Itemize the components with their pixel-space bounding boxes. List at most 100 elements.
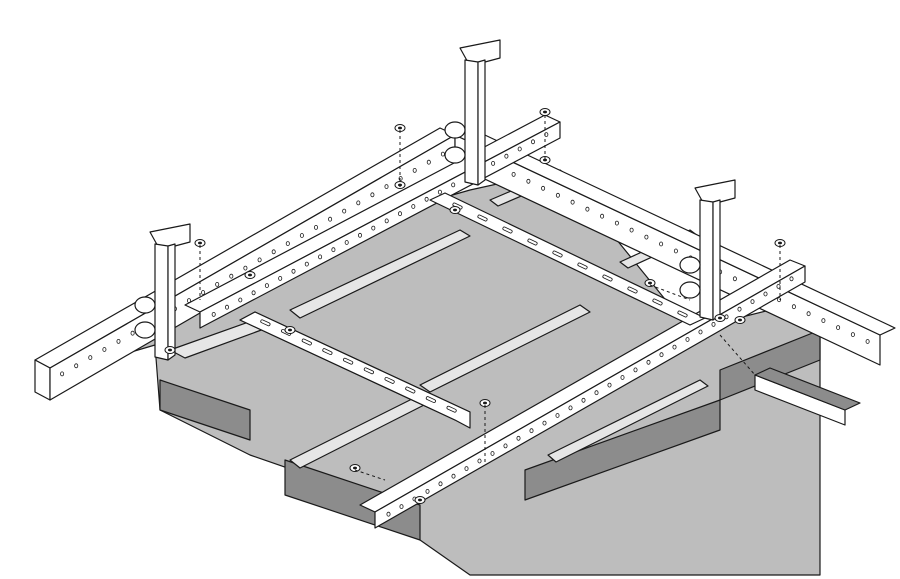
perforation-hole bbox=[371, 225, 376, 231]
perforation-hole bbox=[215, 281, 220, 287]
nut bbox=[453, 208, 457, 212]
perforation-hole bbox=[836, 325, 841, 331]
crossbar bbox=[239, 192, 706, 429]
perforation-hole bbox=[357, 232, 362, 238]
perforation-hole bbox=[370, 192, 375, 198]
perforation-hole bbox=[318, 254, 323, 260]
perforation-hole bbox=[88, 355, 93, 361]
perforation-hole bbox=[201, 290, 206, 295]
perforation-hole bbox=[629, 227, 634, 233]
perforation-hole bbox=[285, 241, 290, 247]
perforation-hole bbox=[229, 273, 234, 279]
perforation-hole bbox=[531, 139, 536, 145]
perforation-hole bbox=[789, 276, 794, 282]
crossbar-slot bbox=[384, 377, 395, 384]
perforation-hole bbox=[750, 299, 755, 305]
perforation-hole bbox=[464, 466, 469, 472]
crossbar-slot bbox=[652, 298, 663, 306]
bolt-washer-nut bbox=[449, 206, 461, 214]
perforation-hole bbox=[685, 337, 690, 342]
crossbar-slot bbox=[527, 238, 538, 246]
perforation-hole bbox=[600, 213, 605, 219]
tray-front-wall-2 bbox=[524, 399, 721, 501]
perforation-hole bbox=[331, 247, 336, 253]
bolt-washer-nut bbox=[644, 279, 656, 287]
perforation-hole bbox=[224, 304, 229, 310]
bolt-washer-nut bbox=[349, 464, 361, 472]
crossbar-slot bbox=[677, 310, 688, 318]
perforation-hole bbox=[424, 196, 429, 202]
perforation-hole bbox=[614, 220, 619, 226]
nut bbox=[168, 348, 172, 352]
perforation-hole bbox=[568, 405, 573, 411]
perforation-hole bbox=[594, 390, 599, 396]
bolt-washer-nut bbox=[414, 496, 426, 504]
perforation-hole bbox=[865, 339, 870, 344]
perforation-hole bbox=[437, 189, 442, 195]
nut bbox=[398, 126, 402, 130]
perforation-hole bbox=[644, 234, 649, 240]
perforation-hole bbox=[397, 211, 402, 217]
bolt-washer-nut bbox=[244, 271, 256, 279]
perforation-hole bbox=[291, 268, 296, 274]
nut bbox=[288, 328, 292, 332]
crossbar-slot bbox=[477, 214, 488, 222]
perforation-hole bbox=[299, 233, 304, 238]
perforation-hole bbox=[517, 146, 522, 152]
perforation-hole bbox=[541, 185, 546, 191]
perforation-hole bbox=[659, 241, 664, 247]
nut bbox=[198, 241, 202, 245]
bolt-washer-nut bbox=[164, 346, 176, 354]
perforation-hole bbox=[585, 206, 590, 212]
perforation-hole bbox=[526, 178, 531, 184]
crossbar-slot bbox=[446, 405, 457, 413]
perforation-hole bbox=[672, 344, 677, 350]
perforation-hole bbox=[504, 153, 509, 159]
perforation-hole bbox=[529, 428, 534, 434]
perforation-hole bbox=[673, 248, 678, 254]
trough bbox=[547, 379, 709, 463]
perforation-hole bbox=[659, 352, 664, 358]
perforation-hole bbox=[251, 290, 256, 296]
tray-left-wall bbox=[159, 379, 251, 441]
perforation-hole bbox=[511, 171, 516, 177]
nut bbox=[353, 466, 357, 470]
perforation-hole bbox=[555, 192, 560, 198]
perforation-hole bbox=[384, 184, 389, 190]
perforation-hole bbox=[451, 182, 456, 188]
perforation-hole bbox=[503, 443, 508, 449]
perforation-hole bbox=[130, 330, 135, 336]
perforation-hole bbox=[791, 304, 796, 310]
splice-plate bbox=[754, 367, 861, 426]
perforation-hole bbox=[398, 176, 403, 181]
perforation-hole bbox=[411, 204, 416, 209]
perforation-hole bbox=[356, 200, 361, 206]
bolt-washer-nut bbox=[284, 326, 296, 334]
perforation-hole bbox=[425, 488, 430, 494]
perforation-hole bbox=[850, 332, 855, 338]
nut bbox=[418, 498, 422, 502]
perforation-hole bbox=[607, 382, 612, 388]
perforation-hole bbox=[581, 397, 586, 403]
nut bbox=[738, 318, 742, 322]
perforation-hole bbox=[821, 318, 826, 324]
hanger-bracket bbox=[444, 39, 501, 186]
perforation-hole bbox=[490, 451, 495, 456]
perforation-hole bbox=[763, 291, 768, 297]
hanger-bracket bbox=[679, 179, 736, 321]
bolt-washer-nut bbox=[714, 314, 726, 322]
perforation-hole bbox=[384, 218, 389, 224]
perforation-hole bbox=[737, 306, 742, 312]
crossbar-slot bbox=[425, 396, 436, 403]
perforation-hole bbox=[238, 297, 243, 303]
perforation-hole bbox=[438, 481, 443, 487]
perforation-hole bbox=[412, 167, 417, 173]
perforation-hole bbox=[264, 283, 269, 289]
perforation-hole bbox=[806, 311, 811, 317]
perforation-hole bbox=[477, 458, 482, 464]
perforation-hole bbox=[646, 359, 651, 365]
perforation-hole bbox=[698, 329, 703, 335]
perforation-hole bbox=[542, 420, 547, 426]
nut bbox=[483, 401, 487, 405]
crossbar-slot bbox=[502, 226, 513, 234]
